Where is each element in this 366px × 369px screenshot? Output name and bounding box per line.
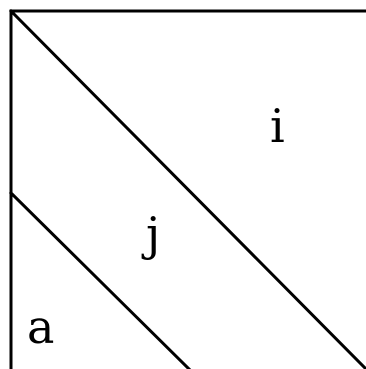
region-label-upper: i <box>270 99 285 153</box>
diagonal-line-upper <box>8 8 366 369</box>
diagonal-line-lower <box>8 190 192 369</box>
region-label-lower: a <box>27 300 54 354</box>
region-label-middle: j <box>141 207 160 261</box>
